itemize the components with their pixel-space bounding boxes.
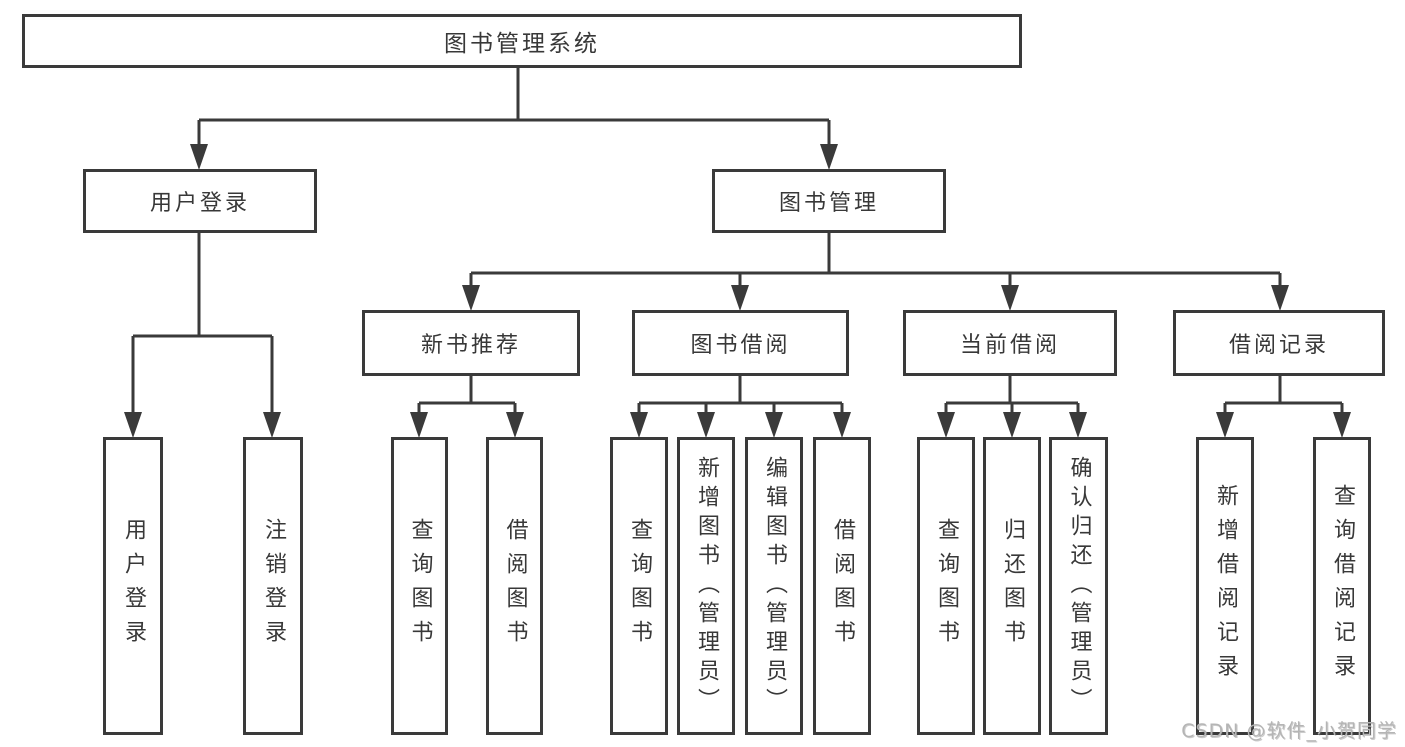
node-label: 图书管理 — [778, 191, 879, 216]
leaf-edit-book-admin: 编辑图书（管理员） — [745, 437, 803, 735]
leaf-label: 借阅图书 — [502, 518, 528, 654]
node-root: 图书管理系统 — [22, 14, 1022, 68]
leaf-borrow-book: 借阅图书 — [813, 437, 871, 735]
leaf-add-borrow-record: 新增借阅记录 — [1196, 437, 1254, 735]
leaf-add-book-admin: 新增图书（管理员） — [677, 437, 735, 735]
node-user-login: 用户登录 — [83, 169, 317, 233]
leaf-label: 借阅图书 — [830, 518, 855, 654]
leaf-logout: 注销登录 — [243, 437, 303, 735]
node-current-borrow: 当前借阅 — [903, 310, 1117, 376]
leaf-label: 新增图书（管理员） — [694, 455, 719, 717]
leaf-return-book: 归还图书 — [983, 437, 1041, 735]
leaf-query-book-borrow: 查询图书 — [610, 437, 668, 735]
leaf-label: 确认归还（管理员） — [1066, 455, 1092, 717]
leaf-query-borrow-record: 查询借阅记录 — [1313, 437, 1371, 735]
arrowheads — [124, 144, 1351, 438]
node-label: 当前借阅 — [959, 333, 1060, 358]
leaf-label: 新增借阅记录 — [1213, 484, 1238, 688]
node-label: 图书借阅 — [690, 333, 791, 358]
node-book-management: 图书管理 — [712, 169, 946, 233]
leaf-label: 查询图书 — [934, 518, 959, 654]
leaf-label: 归还图书 — [1000, 518, 1025, 654]
leaf-query-book-recommend: 查询图书 — [391, 437, 448, 735]
leaf-label: 查询图书 — [627, 518, 652, 654]
leaf-user-login: 用户登录 — [103, 437, 163, 735]
leaf-borrow-book-recommend: 借阅图书 — [486, 437, 543, 735]
leaf-confirm-return-admin: 确认归还（管理员） — [1049, 437, 1108, 735]
leaf-query-book-current: 查询图书 — [917, 437, 975, 735]
node-new-book-recommend: 新书推荐 — [362, 310, 580, 376]
leaf-label: 查询借阅记录 — [1330, 484, 1355, 688]
node-label: 新书推荐 — [420, 333, 521, 358]
leaf-label: 注销登录 — [261, 518, 286, 654]
node-label: 借阅记录 — [1228, 333, 1329, 358]
node-borrow-record: 借阅记录 — [1173, 310, 1385, 376]
leaf-label: 查询图书 — [407, 518, 433, 654]
leaf-label: 用户登录 — [121, 518, 146, 654]
leaf-label: 编辑图书（管理员） — [762, 455, 787, 717]
node-label: 用户登录 — [149, 191, 250, 216]
node-book-borrow: 图书借阅 — [632, 310, 849, 376]
node-label: 图书管理系统 — [444, 31, 600, 57]
